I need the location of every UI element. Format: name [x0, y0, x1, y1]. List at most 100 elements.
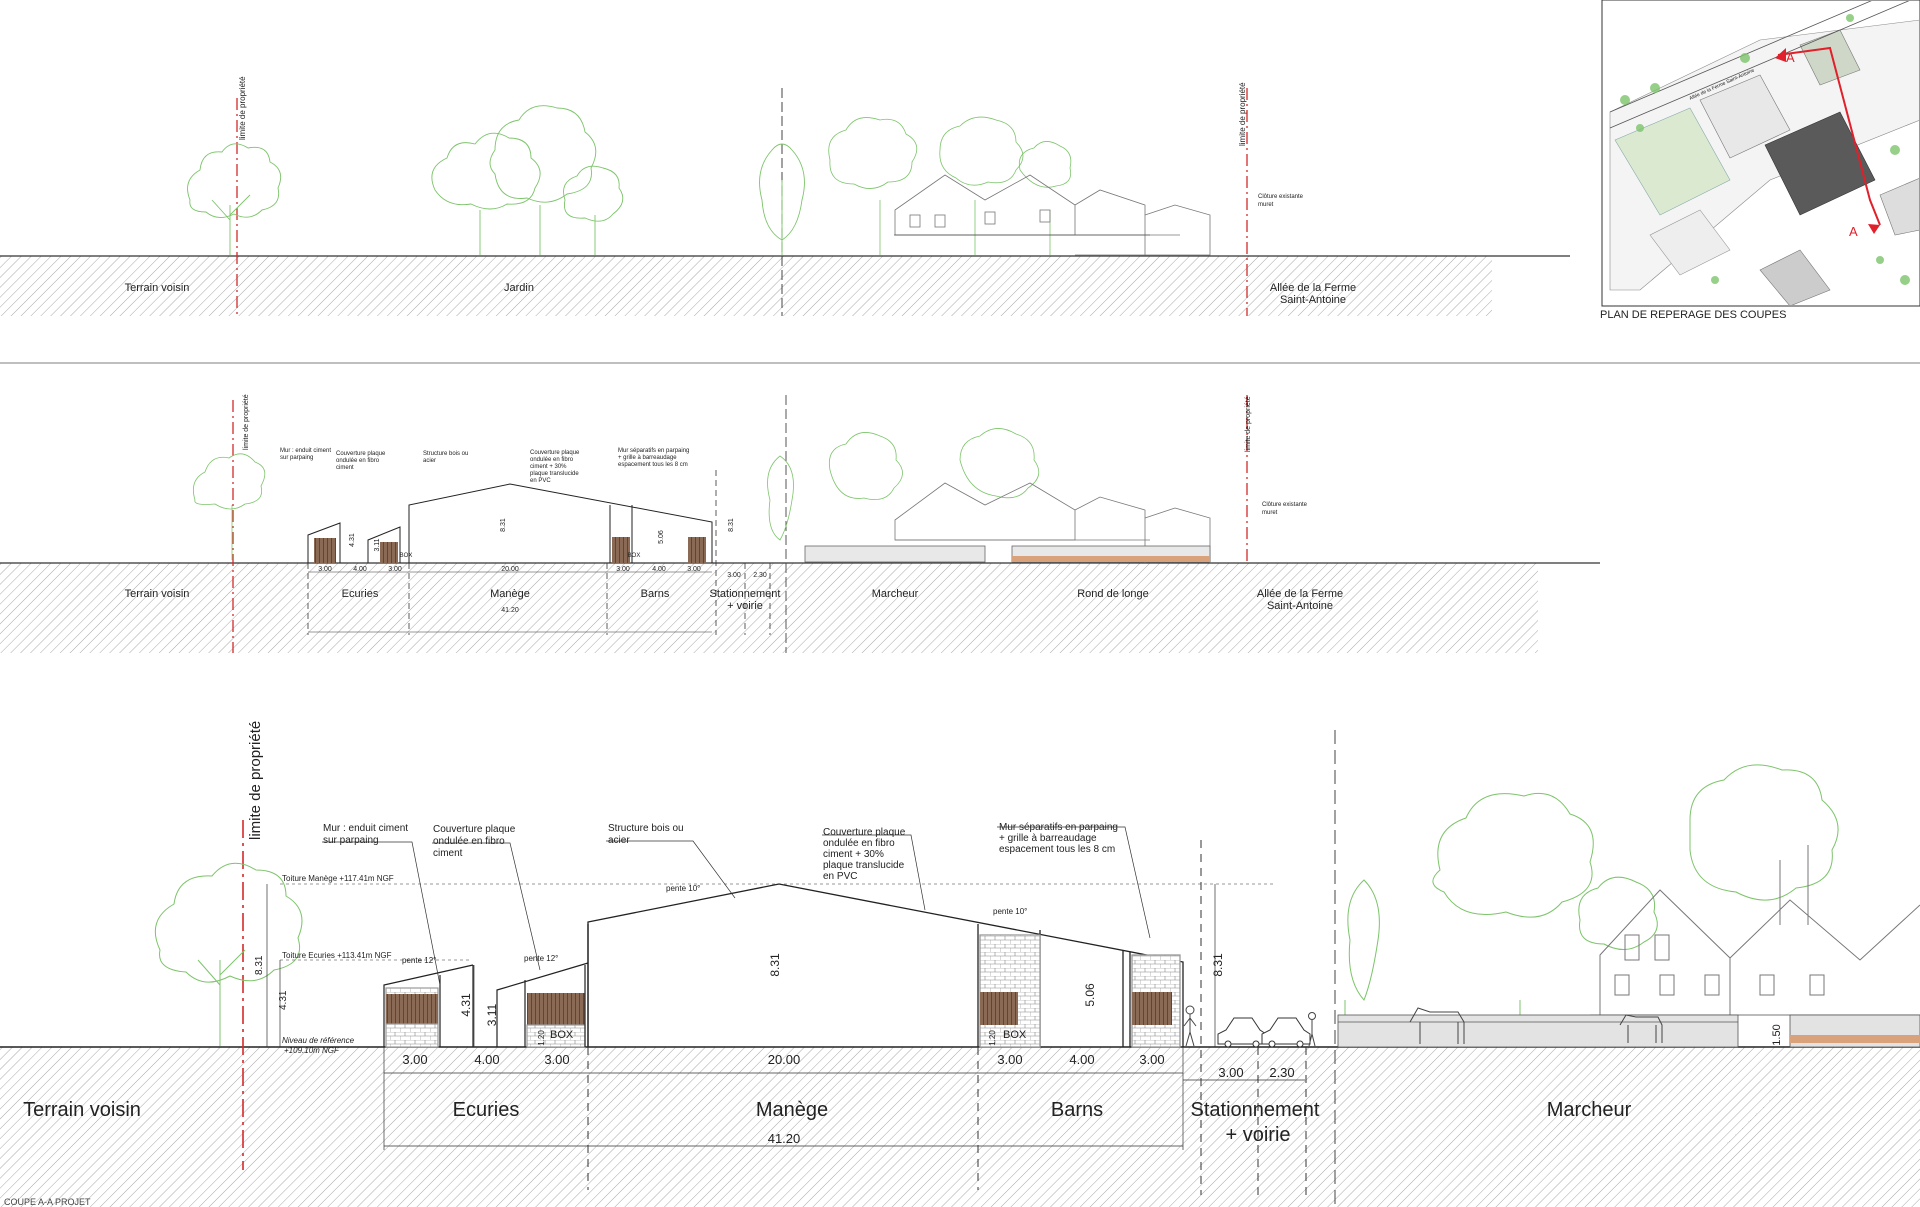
fence-note: muret	[1262, 510, 1278, 516]
svg-text:8.31: 8.31	[728, 518, 735, 532]
level-ref: Niveau de référence	[282, 1036, 355, 1045]
svg-text:acier: acier	[608, 835, 630, 846]
svg-text:Barns: Barns	[1051, 1099, 1103, 1121]
svg-text:en PVC: en PVC	[823, 871, 857, 882]
dim-left-431: 4.31	[278, 990, 289, 1010]
svg-text:ciment: ciment	[433, 848, 463, 859]
svg-text:Couverture plaque: Couverture plaque	[530, 450, 580, 456]
annotation-leaders	[322, 826, 1151, 986]
svg-text:4.31: 4.31	[349, 533, 356, 547]
property-line-label: limite de propriété	[247, 721, 264, 840]
svg-text:ondulée en fibro: ondulée en fibro	[433, 836, 505, 847]
site-plan: A A Allée de la Ferme Saint-Antoine	[1601, 0, 1920, 307]
svg-text:espacement tous les 8 cm: espacement tous les 8 cm	[618, 462, 688, 468]
svg-text:acier: acier	[423, 458, 436, 464]
svg-text:Couverture plaque: Couverture plaque	[433, 824, 516, 835]
sheet-footer: COUPE A-A PROJET	[4, 1197, 91, 1207]
svg-text:plaque translucide: plaque translucide	[530, 471, 579, 477]
svg-text:Barns: Barns	[641, 588, 670, 600]
ground-label-allee: Saint-Antoine	[1280, 294, 1346, 306]
ground-label-jardin: Jardin	[504, 282, 534, 294]
svg-text:pente 12°: pente 12°	[402, 956, 436, 965]
property-line-label: limite de propriété	[238, 76, 247, 140]
svg-text:ondulée en fibro: ondulée en fibro	[530, 457, 574, 463]
svg-text:Mur séparatifs en parpaing: Mur séparatifs en parpaing	[618, 448, 689, 454]
svg-text:3.00: 3.00	[402, 1052, 427, 1067]
annotations-section-2: Mur : enduit ciment sur parpaing Couvert…	[280, 448, 689, 484]
section-2: limite de propriété limite de propriété …	[0, 394, 1600, 653]
plan-caption: PLAN DE REPERAGE DES COUPES	[1600, 309, 1787, 321]
buildings-section-2	[307, 483, 713, 563]
svg-text:2.30: 2.30	[1269, 1065, 1294, 1080]
level-lines	[280, 883, 1275, 961]
svg-text:pente 10°: pente 10°	[666, 884, 700, 893]
ground-section-2	[0, 563, 1538, 653]
svg-text:Saint-Antoine: Saint-Antoine	[1267, 600, 1333, 612]
svg-text:Couverture plaque: Couverture plaque	[336, 451, 386, 457]
svg-text:Mur : enduit ciment: Mur : enduit ciment	[323, 823, 408, 834]
svg-text:2.30: 2.30	[753, 572, 767, 579]
dim-left-831: 8.31	[254, 955, 265, 975]
svg-text:4.00: 4.00	[474, 1052, 499, 1067]
svg-text:ondulée en fibro: ondulée en fibro	[336, 458, 380, 464]
tree	[187, 143, 282, 255]
svg-text:Manège: Manège	[490, 588, 530, 600]
slope-labels: pente 12° pente 12° pente 10° pente 10°	[402, 884, 1027, 965]
svg-text:Structure bois ou: Structure bois ou	[423, 451, 468, 457]
svg-text:espacement tous les 8 cm: espacement tous les 8 cm	[999, 844, 1115, 855]
fence-note: Clôture existante	[1262, 502, 1308, 508]
svg-text:Stationnement: Stationnement	[1191, 1099, 1320, 1121]
svg-text:3.11: 3.11	[374, 538, 381, 551]
svg-text:4.00: 4.00	[1069, 1052, 1094, 1067]
dividers-section-3	[587, 840, 1307, 1195]
ground-section-3	[0, 1047, 1920, 1207]
svg-text:1.50: 1.50	[1771, 1024, 1783, 1045]
svg-text:Terrain voisin: Terrain voisin	[125, 588, 190, 600]
horizontal-dims	[383, 1047, 1305, 1150]
ground-label-allee: Allée de la Ferme	[1270, 282, 1356, 294]
svg-text:en PVC: en PVC	[530, 478, 551, 484]
marcheur-fence	[804, 545, 1211, 563]
svg-text:3.00: 3.00	[727, 572, 741, 579]
person-figure	[1183, 1005, 1316, 1047]
plan-section-marker: A	[1786, 50, 1795, 65]
horizontal-dim-values: 3.00 4.00 3.00 20.00 3.00 4.00 3.00 3.00…	[402, 1052, 1294, 1146]
marcheur-fence	[1337, 1014, 1920, 1048]
dimensions-section-2: 3.00 4.00 3.00 20.00 3.00 4.00 3.00 3.00…	[308, 518, 767, 633]
svg-text:1.20: 1.20	[988, 1030, 997, 1046]
svg-text:pente 12°: pente 12°	[524, 954, 558, 963]
svg-text:3.00: 3.00	[616, 566, 630, 573]
ecuries-building	[383, 962, 589, 1048]
tree-cluster	[767, 428, 1040, 541]
box-label: BOX	[550, 1029, 574, 1041]
svg-text:Allée de la Ferme: Allée de la Ferme	[1257, 588, 1343, 600]
level-toit-manege: Toiture Manège +117.41m NGF	[282, 874, 394, 883]
property-line-label: limite de propriété	[243, 394, 250, 450]
ground-labels-section-2: Terrain voisin Ecuries Manège Barns Stat…	[125, 588, 1344, 612]
svg-text:+ grille à barreaudage: + grille à barreaudage	[618, 455, 677, 461]
svg-text:20.00: 20.00	[501, 566, 519, 573]
svg-text:8.31: 8.31	[768, 953, 782, 977]
level-ref: +109.10m NGF	[284, 1046, 340, 1055]
tree	[154, 862, 303, 1046]
ground-section-1	[0, 256, 1492, 316]
svg-text:Marcheur: Marcheur	[872, 588, 919, 600]
ground-label-terrain-voisin: Terrain voisin	[125, 282, 190, 294]
svg-text:1.20: 1.20	[537, 1030, 546, 1046]
left-height-dims	[266, 884, 281, 1047]
svg-text:ondulée en fibro: ondulée en fibro	[823, 838, 895, 849]
svg-text:Manège: Manège	[756, 1099, 828, 1121]
tree-cluster	[828, 116, 1072, 255]
svg-text:41.20: 41.20	[768, 1131, 801, 1146]
svg-text:4.00: 4.00	[652, 566, 666, 573]
ground-labels-section-3: Terrain voisin Ecuries Manège Barns Stat…	[23, 1099, 1631, 1146]
fence-note: muret	[1258, 202, 1274, 208]
svg-text:5.06: 5.06	[1083, 983, 1097, 1007]
parked-cars	[1217, 1017, 1311, 1048]
svg-text:4.00: 4.00	[353, 566, 367, 573]
horse	[1409, 1007, 1663, 1044]
box-label: BOX	[1003, 1029, 1027, 1041]
svg-text:+ voirie: + voirie	[727, 600, 763, 612]
existing-house	[894, 482, 1211, 563]
svg-text:Terrain voisin: Terrain voisin	[23, 1099, 141, 1121]
